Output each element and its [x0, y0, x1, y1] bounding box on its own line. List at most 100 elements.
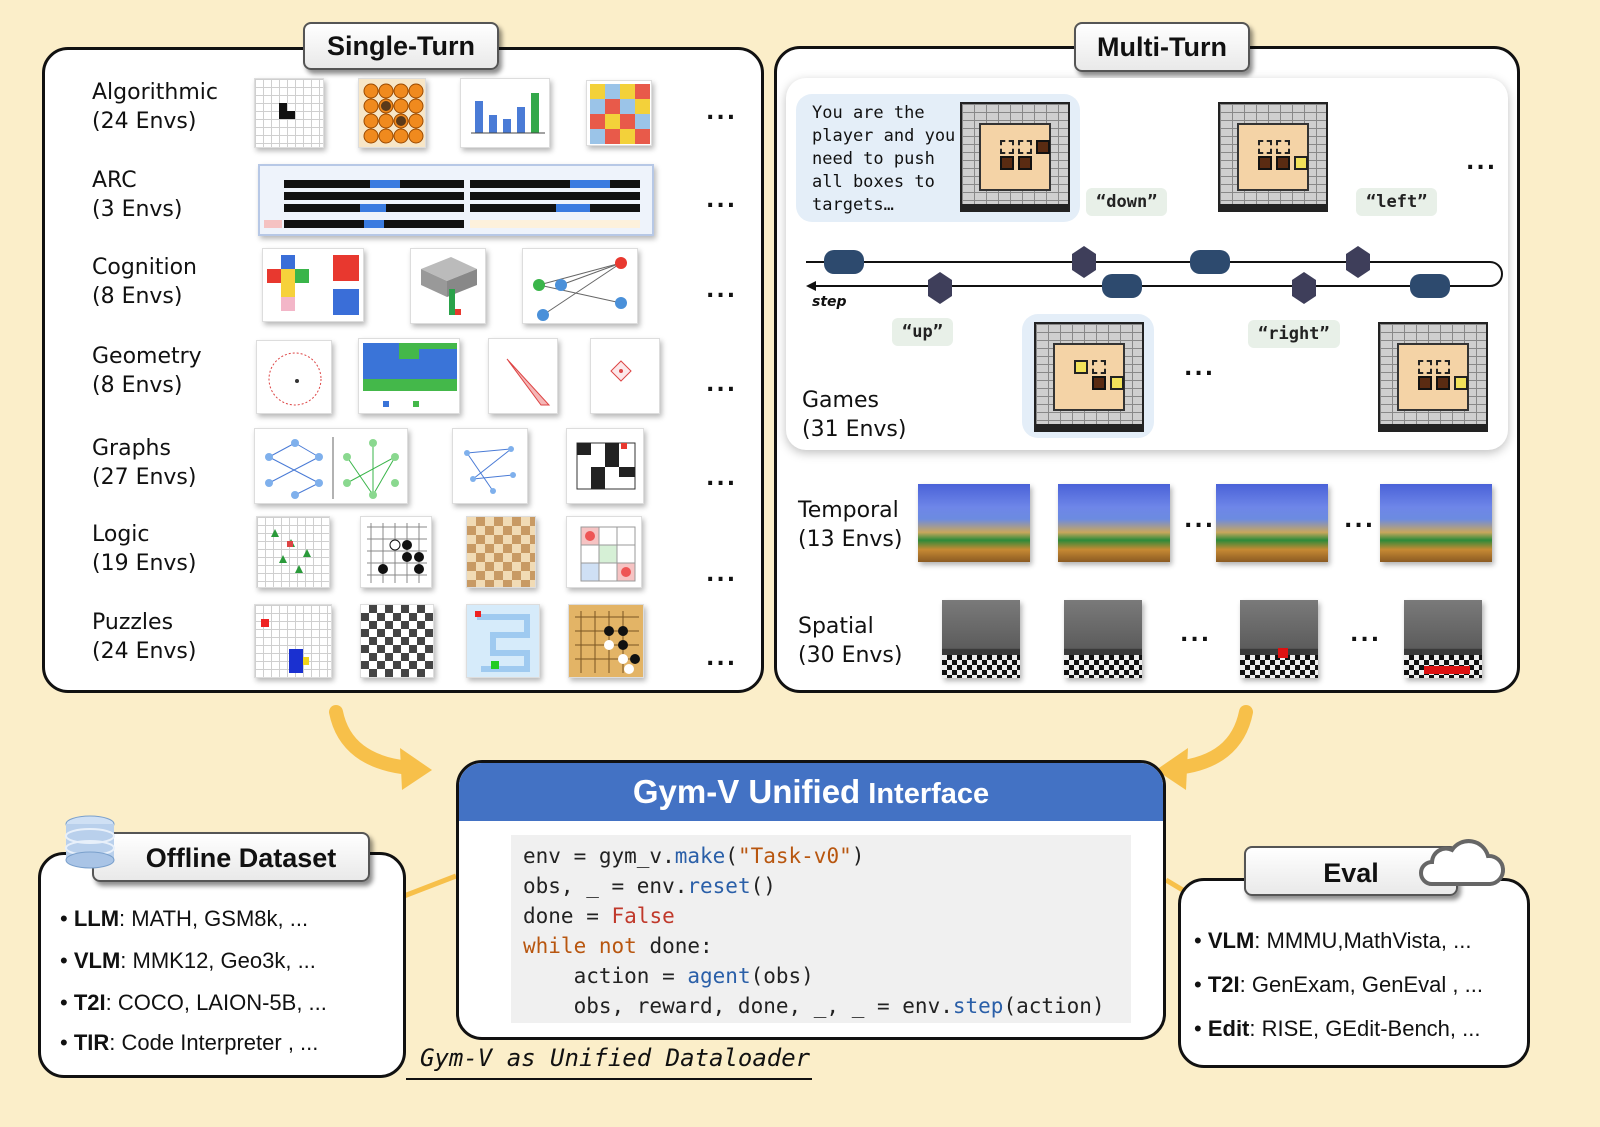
row-count: (27 Envs) [92, 465, 197, 490]
code-token: action = [523, 964, 688, 988]
single-turn-title: Single-Turn [303, 22, 499, 70]
row-label-puzzles: Puzzles(24 Envs) [92, 608, 196, 666]
checker-floor [1064, 654, 1142, 678]
ellipsis: ... [706, 100, 738, 125]
row-name: Games [802, 388, 879, 413]
code-line: obs, _ = env.reset() [523, 871, 1119, 901]
caption-underline [406, 1078, 812, 1080]
code-line: obs, reward, done, _, _ = env.step(actio… [523, 991, 1119, 1021]
left-arrow-head [400, 748, 432, 790]
target-cell [1018, 140, 1032, 154]
go-stones-graphic [367, 523, 427, 583]
red-cube [1278, 648, 1288, 658]
multi-turn-title: Multi-Turn [1074, 22, 1250, 72]
platformer-frame-2 [1058, 484, 1170, 562]
row-name: Logic [92, 522, 150, 547]
row-count: (24 Envs) [92, 639, 197, 664]
crate [1092, 376, 1106, 390]
action-right: “right” [1248, 320, 1340, 348]
offline-dataset-title: Offline Dataset [92, 832, 370, 882]
triangle-graphic [506, 358, 551, 406]
diamond-graphic [610, 360, 632, 382]
item-key: TIR [73, 1030, 110, 1055]
eval-item-t2i: • T2I: GenExam, GenEval , ... [1194, 972, 1483, 997]
row-name: Graphs [92, 436, 171, 461]
ellipsis: ... [706, 466, 738, 491]
logic-chessboard-thumb [466, 516, 536, 588]
item-value: : MATH, GSM8k, ... [119, 906, 309, 931]
row-name: ARC [92, 168, 137, 193]
interface-title: Gym-V Unified Interface [459, 763, 1163, 821]
row-label-arc: ARC (3 Envs) [92, 166, 182, 224]
row-count: (31 Envs) [802, 417, 907, 442]
bar-chart-graphic [471, 93, 545, 134]
item-value: : RISE, GEdit-Bench, ... [1249, 1016, 1481, 1041]
code-block: env = gym_v.make("Task-v0")obs, _ = env.… [511, 835, 1131, 1023]
ellipsis: ... [706, 562, 738, 587]
logic-go-stones-thumb [360, 516, 432, 588]
maze-3d-frame-3 [1240, 600, 1318, 678]
row-count: (8 Envs) [92, 373, 183, 398]
status-bar [1036, 424, 1142, 430]
row-name: Temporal [798, 498, 899, 523]
unified-interface-box: Gym-V Unified Interface env = gym_v.make… [456, 760, 1166, 1040]
code-token: not [586, 934, 637, 958]
row-label-logic: Logic(19 Envs) [92, 520, 196, 578]
item-key: Edit [1207, 1016, 1250, 1041]
interface-title-rest: Interface [860, 778, 990, 810]
item-key: LLM [73, 906, 120, 931]
item-value: : COCO, LAION-5B, ... [105, 990, 327, 1015]
target-cell [1276, 140, 1290, 154]
sokoban-frame-2 [1218, 102, 1328, 212]
offline-dataset-panel [38, 852, 406, 1078]
sokoban-frame-1 [960, 102, 1070, 212]
geometry-circle-thumb [256, 340, 332, 414]
arc-pattern-thumb [258, 164, 654, 236]
arc-pattern-graphic [264, 180, 640, 228]
spanning-tree-graphic [464, 446, 516, 494]
code-token: () [750, 874, 776, 898]
cognition-flow-network-thumb [522, 248, 638, 324]
row-name: Algorithmic [92, 80, 218, 105]
status-bar [1380, 424, 1486, 430]
black-cell [279, 103, 287, 119]
row-label-graphs: Graphs (27 Envs) [92, 434, 196, 492]
pathfinding-graphic [576, 442, 636, 490]
graphs-two-graphs-thumb [254, 428, 408, 504]
eval-item-edit: • Edit: RISE, GEdit-Bench, ... [1194, 1016, 1481, 1041]
crate [1436, 376, 1450, 390]
caption: Gym-V as Unified Dataloader [420, 1044, 811, 1072]
prompt-text: You are the player and you need to push … [812, 102, 955, 217]
graphs-spanning-tree-thumb [452, 428, 528, 504]
crate [1018, 156, 1032, 170]
right-curved-arrow [1169, 705, 1253, 775]
item-value: : Code Interpreter , ... [109, 1030, 319, 1055]
action-left: “left” [1356, 188, 1438, 216]
row-name: Spatial [798, 614, 874, 639]
row-label-algorithmic: Algorithmic(24 Envs) [92, 78, 218, 136]
two-graphs-graphic [265, 437, 399, 499]
prompt-line: You are the [812, 103, 925, 123]
cognition-3d-blocks-thumb [410, 248, 486, 324]
row-count: (3 Envs) [92, 197, 183, 222]
offline-item-tir: • TIR: Code Interpreter , ... [60, 1030, 319, 1055]
ellipsis: ... [706, 372, 738, 397]
item-key: T2I [73, 990, 106, 1015]
code-token: make [674, 844, 726, 868]
sudoku-graphic [580, 526, 636, 582]
code-token: ( [725, 844, 738, 868]
algorithmic-color-grid-thumb [586, 80, 652, 146]
database-icon [65, 815, 115, 869]
algorithmic-bar-chart-thumb [460, 78, 550, 148]
cloud-icon [1419, 839, 1506, 886]
crate [1418, 376, 1432, 390]
blue-block [289, 649, 303, 673]
floor [978, 123, 1052, 191]
interface-title-main: Gym-V Unified [632, 773, 861, 810]
puzzles-go-board-thumb [568, 604, 644, 678]
maze-graphic [475, 611, 530, 672]
code-token: done: [636, 934, 713, 958]
platformer-frame-1 [918, 484, 1030, 562]
crate-on-target [1294, 156, 1308, 170]
3d-blocks-graphic [421, 257, 477, 315]
